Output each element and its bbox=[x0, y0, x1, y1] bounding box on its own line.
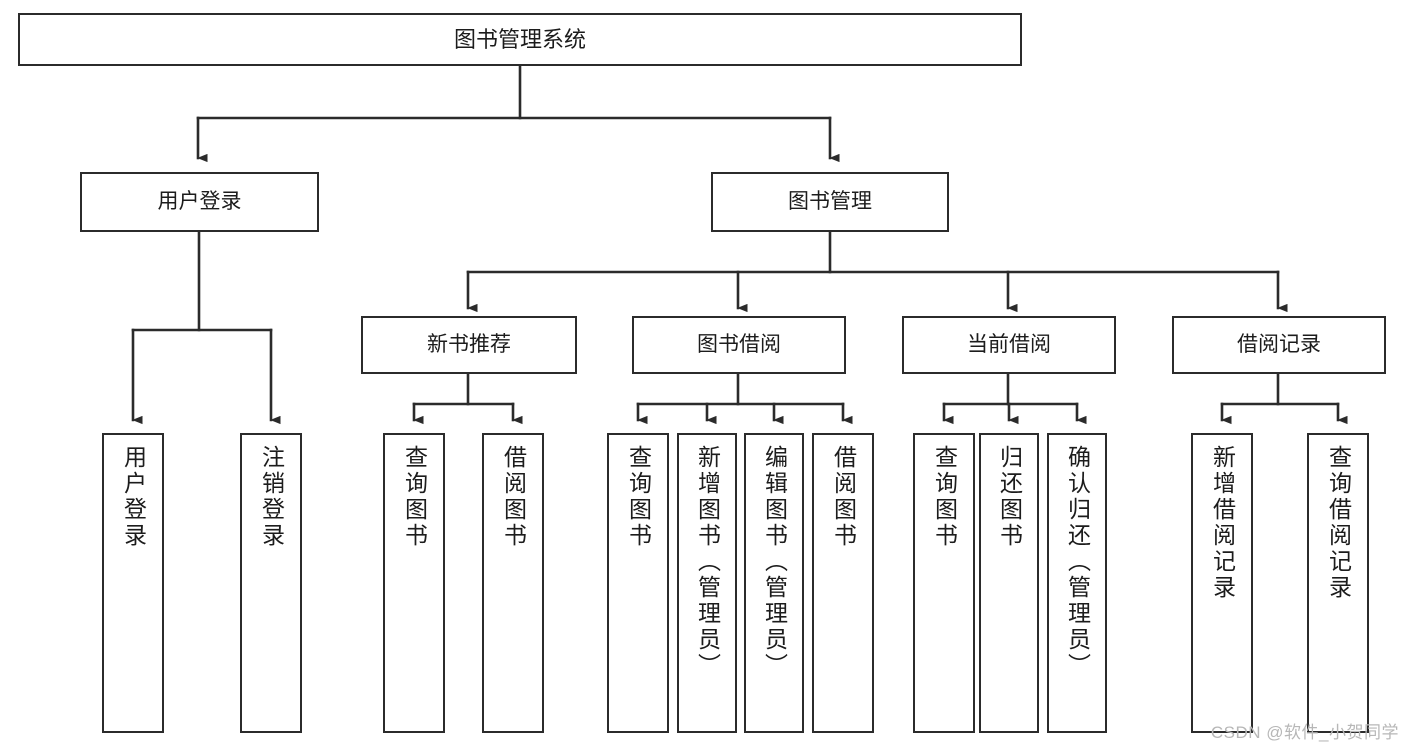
node-root[interactable]: 图书管理系统 bbox=[18, 13, 1022, 66]
node-leaf-query-record[interactable]: 查询借阅记录 bbox=[1307, 433, 1369, 733]
node-leaf-confirm-return-label: 确认归还（管理员） bbox=[1064, 445, 1091, 679]
node-leaf-confirm-return[interactable]: 确认归还（管理员） bbox=[1047, 433, 1107, 733]
node-leaf-borrow-book-2[interactable]: 借阅图书 bbox=[812, 433, 874, 733]
node-leaf-query-book-3-label: 查询图书 bbox=[931, 445, 958, 549]
node-leaf-borrow-book-1[interactable]: 借阅图书 bbox=[482, 433, 544, 733]
node-leaf-query-record-label: 查询借阅记录 bbox=[1325, 445, 1352, 601]
node-leaf-return-book[interactable]: 归还图书 bbox=[979, 433, 1039, 733]
node-book-borrow-label: 图书借阅 bbox=[697, 332, 781, 356]
node-leaf-add-record-label: 新增借阅记录 bbox=[1209, 445, 1236, 601]
node-leaf-query-book-1[interactable]: 查询图书 bbox=[383, 433, 445, 733]
node-user-login[interactable]: 用户登录 bbox=[80, 172, 319, 232]
node-leaf-add-book[interactable]: 新增图书（管理员） bbox=[677, 433, 737, 733]
watermark-text: CSDN @软件_小贺同学 bbox=[1210, 723, 1399, 742]
node-book-management-label: 图书管理 bbox=[788, 189, 872, 213]
node-current-borrow[interactable]: 当前借阅 bbox=[902, 316, 1116, 374]
node-leaf-user-login-label: 用户登录 bbox=[120, 445, 147, 549]
node-leaf-query-book-1-label: 查询图书 bbox=[401, 445, 428, 549]
node-book-management[interactable]: 图书管理 bbox=[711, 172, 949, 232]
node-leaf-user-logout-label: 注销登录 bbox=[258, 445, 285, 549]
node-leaf-user-login[interactable]: 用户登录 bbox=[102, 433, 164, 733]
node-new-book-recommend[interactable]: 新书推荐 bbox=[361, 316, 577, 374]
node-leaf-user-logout[interactable]: 注销登录 bbox=[240, 433, 302, 733]
node-book-borrow[interactable]: 图书借阅 bbox=[632, 316, 846, 374]
node-leaf-borrow-book-1-label: 借阅图书 bbox=[500, 445, 527, 549]
node-new-book-recommend-label: 新书推荐 bbox=[427, 332, 511, 356]
node-leaf-add-record[interactable]: 新增借阅记录 bbox=[1191, 433, 1253, 733]
node-leaf-borrow-book-2-label: 借阅图书 bbox=[830, 445, 857, 549]
node-leaf-return-book-label: 归还图书 bbox=[996, 445, 1023, 549]
node-borrow-record-label: 借阅记录 bbox=[1237, 332, 1321, 356]
node-leaf-edit-book-label: 编辑图书（管理员） bbox=[761, 445, 788, 679]
node-leaf-query-book-2[interactable]: 查询图书 bbox=[607, 433, 669, 733]
node-leaf-query-book-2-label: 查询图书 bbox=[625, 445, 652, 549]
node-current-borrow-label: 当前借阅 bbox=[967, 332, 1051, 356]
node-leaf-edit-book[interactable]: 编辑图书（管理员） bbox=[744, 433, 804, 733]
node-leaf-query-book-3[interactable]: 查询图书 bbox=[913, 433, 975, 733]
node-borrow-record[interactable]: 借阅记录 bbox=[1172, 316, 1386, 374]
node-root-label: 图书管理系统 bbox=[453, 26, 586, 52]
node-leaf-add-book-label: 新增图书（管理员） bbox=[694, 445, 721, 679]
node-user-login-label: 用户登录 bbox=[157, 189, 242, 213]
